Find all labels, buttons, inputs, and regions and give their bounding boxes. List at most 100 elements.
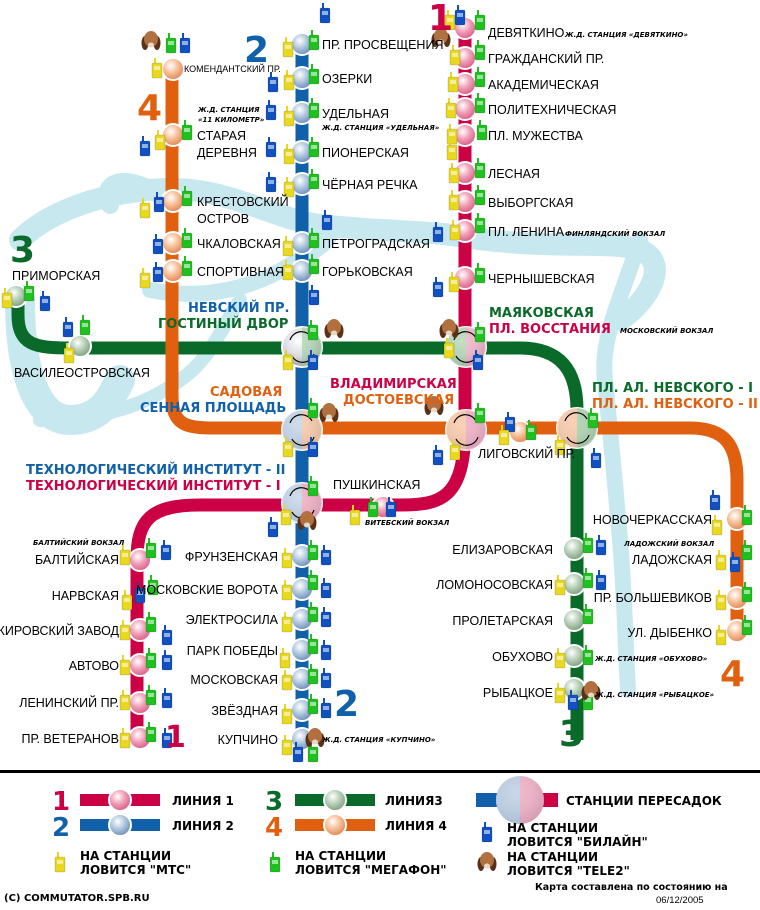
mts-phone-icon	[282, 37, 294, 58]
station-obukhovo[interactable]	[562, 644, 586, 668]
mts-phone-icon	[119, 655, 131, 676]
mts-phone-icon	[449, 45, 461, 66]
megafon-phone-icon	[147, 575, 159, 596]
mts-phone-icon	[554, 575, 566, 596]
label-rybatskoe: РЫБАЦКОЕ	[483, 686, 553, 700]
mts-phone-icon	[119, 728, 131, 749]
beeline-phone-icon	[161, 728, 173, 749]
station-chkalovskaya[interactable]	[161, 231, 185, 255]
label-zvezdnaya: ЗВЁЗДНАЯ	[211, 704, 278, 718]
label-avtovo: АВТОВО	[69, 659, 120, 673]
beeline-phone-icon	[152, 262, 164, 283]
river-neva-south	[596, 232, 648, 698]
rail-udelnaya: Ж.Д. СТАНЦИЯ «УДЕЛЬНАЯ»	[321, 124, 440, 132]
beeline-phone-icon	[267, 517, 279, 538]
station-krestovsky[interactable]	[161, 189, 185, 213]
station-politekh[interactable]	[453, 97, 477, 121]
legend-mts-phone-icon	[54, 852, 66, 873]
mts-phone-icon	[281, 735, 293, 756]
beeline-phone-icon	[160, 540, 172, 561]
legend-transfer-label: СТАНЦИИ ПЕРЕСАДОК	[566, 794, 722, 808]
megafon-phone-icon	[308, 64, 320, 85]
mts-phone-icon	[282, 236, 294, 257]
beeline-phone-icon	[319, 3, 331, 24]
label-lenina: ПЛ. ЛЕНИНА	[488, 225, 565, 239]
megafon-phone-icon	[474, 213, 486, 234]
beeline-phone-icon	[454, 5, 466, 26]
megafon-phone-icon	[582, 533, 594, 554]
megafon-phone-icon	[474, 10, 486, 31]
megafon-phone-icon	[145, 538, 157, 559]
megafon-phone-icon	[525, 420, 537, 441]
station-vasileostrovskaya[interactable]	[68, 334, 92, 358]
label-lesnaya: ЛЕСНАЯ	[488, 167, 540, 181]
station-lomonosovskaya[interactable]	[562, 572, 586, 596]
copyright: (C) COMMUTATOR.SPB.RU	[4, 893, 150, 904]
label-pionerskaya: ПИОНЕРСКАЯ	[322, 146, 409, 160]
label-vyborgskaya: ВЫБОРГСКАЯ	[488, 196, 573, 210]
legend-tele2-line-2: ЛОВИТСЯ "TELE2"	[507, 864, 630, 878]
beeline-phone-icon	[590, 448, 602, 469]
station-proletarskaya[interactable]	[562, 608, 586, 632]
megafon-phone-icon	[474, 322, 486, 343]
label-proletarskaya: ПРОЛЕТАРСКАЯ	[452, 614, 553, 628]
megafon-phone-icon	[474, 93, 486, 114]
megafon-phone-icon	[181, 186, 193, 207]
tele2-dog-icon	[324, 319, 344, 338]
megafon-phone-icon	[79, 315, 91, 336]
mts-phone-icon	[449, 440, 461, 461]
mts-phone-icon	[448, 190, 460, 211]
megafon-phone-icon	[582, 645, 594, 666]
label-chkalovskaya: ЧКАЛОВСКАЯ	[197, 237, 281, 251]
megafon-phone-icon	[582, 568, 594, 589]
label-krestovsky-1: КРЕСТОВСКИЙ	[197, 194, 289, 209]
mts-phone-icon	[715, 550, 727, 571]
megafon-phone-icon	[307, 398, 319, 419]
station-elizarovskaya[interactable]	[562, 537, 586, 561]
label-chernaya: ЧЁРНАЯ РЕЧКА	[322, 178, 418, 192]
legend-megafon-line-2: ЛОВИТСЯ "МЕГАФОН"	[295, 863, 447, 877]
rail-vosstaniya: МОСКОВСКИЙ ВОКЗАЛ	[620, 326, 713, 335]
beeline-phone-icon	[134, 583, 146, 604]
station-sportivnaya[interactable]	[161, 259, 185, 283]
mts-phone-icon	[119, 545, 131, 566]
mts-phone-icon	[715, 590, 727, 611]
legend: 1 ЛИНИЯ 1 2 ЛИНИЯ 2 3 ЛИНИЯ3 4 ЛИНИЯ 4 С…	[52, 776, 722, 878]
line-1-number-south: 1	[165, 720, 186, 755]
beeline-phone-icon	[432, 222, 444, 243]
legend-megafon-phone-icon	[269, 852, 281, 873]
label-chernyshevskaya: ЧЕРНЫШЕВСКАЯ	[488, 272, 595, 286]
line-1-track	[130, 30, 472, 740]
mts-phone-icon	[139, 268, 151, 289]
mts-phone-icon	[281, 548, 293, 569]
mts-phone-icon	[280, 505, 292, 526]
label-vladimirskaya: ВЛАДИМИРСКАЯ	[330, 377, 457, 392]
mts-phone-icon	[281, 670, 293, 691]
mts-phone-icon	[282, 260, 294, 281]
mts-phone-icon	[282, 350, 294, 371]
label-obukhovo: ОБУХОВО	[492, 650, 553, 664]
beeline-phone-icon	[320, 640, 332, 661]
beeline-phone-icon	[179, 33, 191, 54]
mts-phone-icon	[63, 343, 75, 364]
megafon-phone-icon	[307, 570, 319, 591]
beeline-phone-icon	[307, 350, 319, 371]
legend-megafon-line-1: НА СТАНЦИИ	[295, 849, 386, 863]
label-krestovsky-2: ОСТРОВ	[197, 212, 249, 226]
label-park-pobedy: ПАРК ПОБЕДЫ	[187, 644, 278, 658]
beeline-phone-icon	[729, 552, 741, 573]
mts-phone-icon	[498, 425, 510, 446]
label-sennaya: СЕННАЯ ПЛОЩАДЬ	[140, 401, 286, 416]
legend-line-4-number: 4	[265, 813, 283, 843]
label-komendantsky: КОМЕНДАНТСКИЙ ПР.	[184, 63, 281, 74]
label-elizarovskaya: ЕЛИЗАРОВСКАЯ	[452, 543, 553, 557]
river	[5, 172, 666, 698]
tele2-dog-icon	[141, 31, 161, 50]
megafon-phone-icon	[741, 582, 753, 603]
mts-phone-icon	[711, 515, 723, 536]
rail-rybatskoe: Ж.Д. СТАНЦИЯ «РЫБАЦКОЕ»	[594, 691, 715, 699]
megafon-phone-icon	[145, 722, 157, 743]
label-lomonosovskaya: ЛОМОНОСОВСКАЯ	[436, 578, 553, 592]
station-komendantsky[interactable]	[161, 57, 185, 81]
